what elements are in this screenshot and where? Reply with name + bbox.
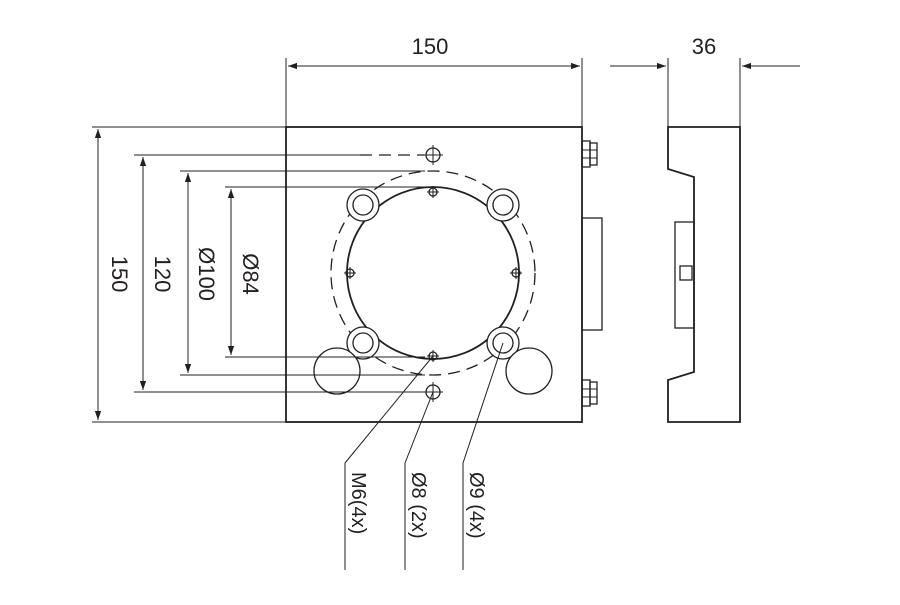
side-block [581,217,603,331]
front-view [285,126,603,423]
callout-leaders [344,342,504,570]
hole-d8-top [423,145,443,165]
dim-width-150: 150 [285,34,583,127]
callout-labels: M6(4x) Ø8 (2x) Ø9 (4x) [347,472,487,539]
large-hole-left [313,347,361,395]
side-view-outline [667,126,741,423]
bolt-upper [581,140,598,168]
dim-thickness-label: 36 [692,34,716,59]
hole-m6-right [510,267,522,279]
callout-m6-label: M6(4x) [347,472,369,534]
large-hole-right [505,347,553,395]
pcd-100-circle [330,170,536,376]
dim-height-label: 150 [107,256,132,293]
side-view-key [679,265,693,281]
dim-84: Ø84 [227,189,263,355]
dim-100-label: Ø100 [194,247,219,301]
hole-d9-bottom-left [346,326,380,360]
hole-d9-top-left [346,188,380,222]
dim-120: 120 [139,157,175,390]
hole-m6-left [344,267,356,279]
side-view-slot [674,221,695,329]
dim-height-150: 150 [94,129,132,420]
dim-width-label: 150 [412,34,449,59]
callout-d8-label: Ø8 (2x) [407,472,429,539]
dim-84-label: Ø84 [238,253,263,295]
extension-lines [92,126,425,423]
hole-m6-top [427,186,439,198]
callout-d9-label: Ø9 (4x) [465,472,487,539]
bolt-lower [581,379,598,407]
dim-100: Ø100 [184,173,219,373]
dim-120-label: 120 [150,256,175,293]
hole-d9-top-right [486,188,520,222]
side-view: 36 [610,34,800,423]
dim-thickness-36: 36 [610,34,800,127]
